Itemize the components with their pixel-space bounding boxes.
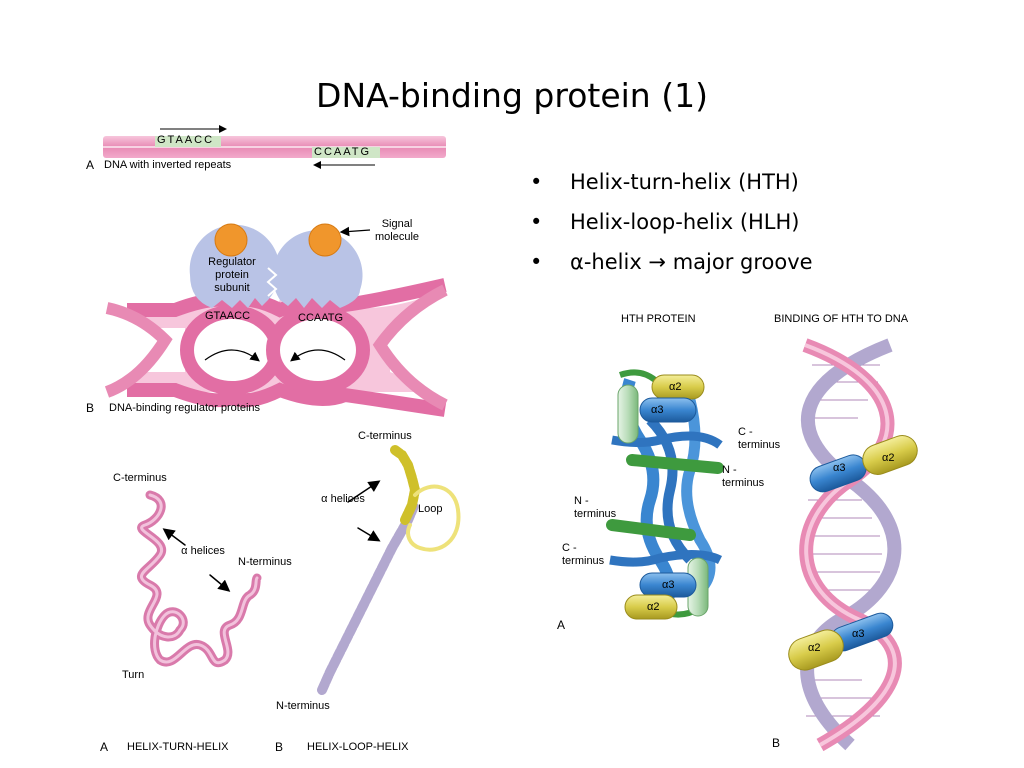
bullet-marker: • bbox=[530, 170, 543, 194]
n-terminus-label: N - terminus bbox=[722, 464, 765, 489]
panel-letter: B bbox=[86, 401, 95, 415]
regulator-subunit-right bbox=[272, 230, 363, 308]
n-terminus-label: N-terminus bbox=[238, 556, 292, 568]
figure-caption: DNA-binding regulator proteins bbox=[109, 402, 261, 414]
c-terminus-label: C-terminus bbox=[113, 472, 167, 484]
sequence-label: CCAATG bbox=[298, 312, 344, 324]
bullet-item: • Helix-turn-helix (HTH) bbox=[530, 166, 813, 206]
slide-title: DNA-binding protein (1) bbox=[316, 76, 708, 115]
sequence-label: GTAACC bbox=[157, 134, 215, 146]
sequence-label: GTAACC bbox=[205, 310, 251, 322]
alpha-helices-label: α helices bbox=[181, 545, 225, 557]
c-terminus-label: C - terminus bbox=[562, 542, 605, 567]
dna-double-helix bbox=[788, 338, 918, 752]
panel-letter: B bbox=[772, 736, 781, 750]
alpha2-label: α2 bbox=[669, 381, 682, 393]
panel-letter: A bbox=[86, 158, 95, 172]
n-terminus-label: N - terminus bbox=[574, 495, 617, 520]
sequence-label: CCAATG bbox=[314, 146, 372, 158]
helix-turn-helix-ribbon bbox=[137, 490, 262, 668]
panel-heading: HTH PROTEIN bbox=[621, 313, 696, 325]
panel-letter: B bbox=[275, 740, 284, 754]
bullet-text: Helix-turn-helix (HTH) bbox=[570, 170, 799, 194]
alpha2-helix-icon bbox=[624, 594, 678, 620]
bullet-text: Helix-loop-helix (HLH) bbox=[570, 210, 800, 234]
regulator-subunit-left bbox=[189, 224, 280, 308]
signal-molecule-icon bbox=[308, 223, 342, 257]
alpha3-helix-icon bbox=[639, 397, 697, 423]
signal-molecule-icon bbox=[214, 223, 248, 257]
rotation-arrow-icon bbox=[204, 349, 260, 362]
panel-letter: A bbox=[100, 740, 109, 754]
bullet-item: • Helix-loop-helix (HLH) bbox=[530, 206, 813, 246]
bullet-item: • α-helix → major groove bbox=[530, 246, 813, 286]
alpha2-label: α2 bbox=[882, 452, 895, 464]
figure-caption: HELIX-LOOP-HELIX bbox=[307, 741, 409, 753]
panel-heading: BINDING OF HTH TO DNA bbox=[774, 313, 909, 325]
c-terminus-label: C - terminus bbox=[738, 426, 781, 451]
pointer-arrow-icon bbox=[339, 226, 371, 237]
alpha2-helix-icon bbox=[862, 435, 918, 475]
alpha3-label: α3 bbox=[833, 462, 846, 474]
bullet-list: • Helix-turn-helix (HTH) • Helix-loop-he… bbox=[530, 166, 813, 286]
signal-molecule-label: Signal molecule bbox=[374, 218, 420, 243]
pointer-arrow-icon bbox=[357, 527, 381, 542]
bullet-marker: • bbox=[530, 250, 543, 274]
hth-protein-structure bbox=[606, 369, 724, 620]
pointer-arrow-icon bbox=[162, 528, 186, 546]
loop-label: Loop bbox=[418, 503, 443, 515]
c-terminus-label: C-terminus bbox=[358, 430, 412, 442]
n-terminus-label: N-terminus bbox=[276, 700, 330, 712]
alpha2-helix-icon bbox=[788, 629, 844, 671]
helix-cylinder-icon bbox=[617, 384, 639, 444]
panel-letter: A bbox=[557, 618, 566, 632]
regulator-subunit-label: Regulator protein subunit bbox=[208, 256, 256, 294]
alpha-helices-label: α helices bbox=[321, 493, 365, 505]
regulator-proteins-figure bbox=[104, 223, 448, 417]
turn-label: Turn bbox=[122, 669, 145, 681]
repeat-box-bottom bbox=[312, 147, 380, 158]
figure-caption: HELIX-TURN-HELIX bbox=[127, 741, 229, 753]
bullet-marker: • bbox=[530, 210, 543, 234]
bullet-text: α-helix → major groove bbox=[570, 250, 813, 274]
helix-loop-helix-ribbon bbox=[317, 445, 461, 695]
repeat-box-top bbox=[155, 136, 221, 147]
alpha3-label: α3 bbox=[662, 579, 675, 591]
alpha2-label: α2 bbox=[647, 601, 660, 613]
pointer-arrow-icon bbox=[209, 574, 231, 592]
alpha3-label: α3 bbox=[852, 628, 865, 640]
figure-caption: DNA with inverted repeats bbox=[104, 159, 232, 171]
alpha3-label: α3 bbox=[651, 404, 664, 416]
pointer-arrow-icon bbox=[347, 480, 381, 503]
dna-inverted-repeats-figure bbox=[103, 125, 446, 169]
rotation-arrow-icon bbox=[290, 349, 346, 362]
alpha2-label: α2 bbox=[808, 642, 821, 654]
